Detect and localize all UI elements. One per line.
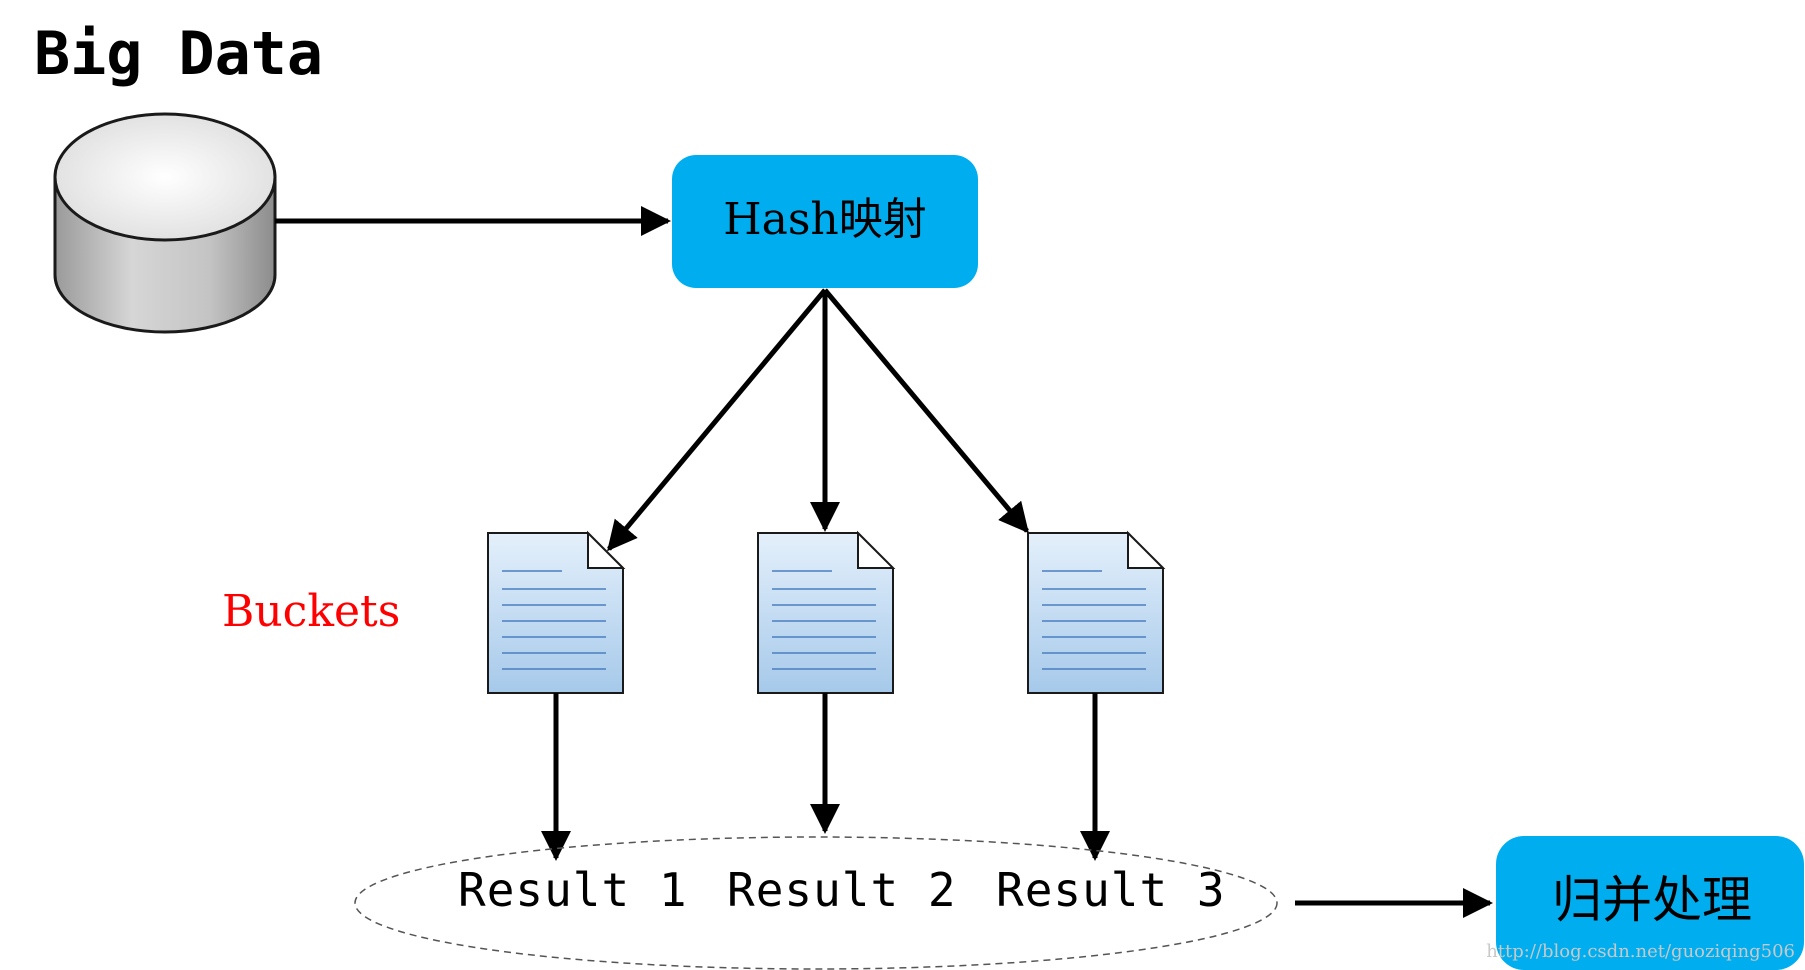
hash-node-label: Hash映射 xyxy=(723,194,927,245)
results-group-outline xyxy=(354,836,1278,970)
merge-node-label: 归并处理 xyxy=(1552,871,1752,929)
buckets-label: Buckets xyxy=(222,586,400,637)
database-cylinder-icon xyxy=(53,112,277,334)
hash-node: Hash映射 xyxy=(672,155,978,288)
result-3-label: Result 3 xyxy=(996,863,1226,917)
arrow-hash-to-bucket-3 xyxy=(823,288,1029,534)
bucket-file-1-icon xyxy=(487,532,624,694)
bucket-file-2-icon xyxy=(757,532,894,694)
arrow-hash-to-bucket-1 xyxy=(607,288,827,552)
merge-node: 归并处理 xyxy=(1496,836,1804,970)
result-2-label: Result 2 xyxy=(727,863,957,917)
bucket-file-3-icon xyxy=(1027,532,1164,694)
diagram-title: Big Data xyxy=(34,19,323,89)
watermark-text: http://blog.csdn.net/guoziqing506 xyxy=(1486,941,1795,962)
result-1-label: Result 1 xyxy=(458,863,688,917)
